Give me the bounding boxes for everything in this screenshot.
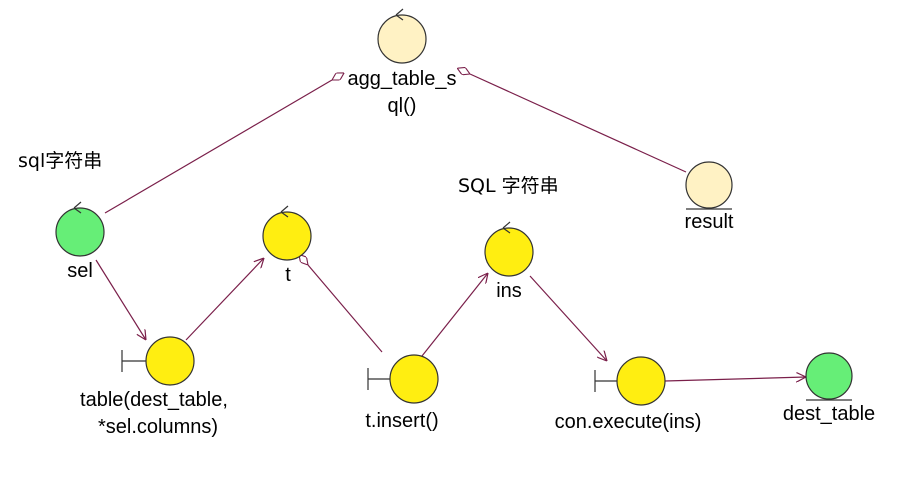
node-sel-label: sel (67, 260, 93, 282)
node-ins[interactable]: ins (484, 221, 534, 302)
node-dest-label: dest_table (783, 403, 875, 425)
link-result-agg (470, 74, 687, 173)
node-table-label-1: table(dest_table, (80, 389, 228, 411)
node-execute-call[interactable]: con.execute(ins) (555, 356, 702, 433)
node-insert-label: t.insert() (365, 410, 438, 432)
link-execute-dest (664, 377, 806, 381)
node-agg-table-sql[interactable]: agg_table_s ql() (348, 8, 457, 117)
node-agg-label-2: ql() (388, 95, 417, 117)
boundary-circle-icon (389, 354, 439, 404)
boundary-bar-icon (367, 368, 391, 390)
boundary-circle-icon (616, 356, 666, 406)
note-sql-string-2: SQL 字符串 (458, 175, 559, 197)
control-arrow-icon (280, 205, 289, 218)
link-ins-execute (529, 275, 607, 361)
node-insert-call[interactable]: t.insert() (365, 354, 439, 432)
note-sql-string-1: sql字符串 (18, 150, 102, 172)
link-sel-agg (104, 80, 332, 214)
control-arrow-icon (395, 8, 404, 21)
boundary-circle-icon (145, 336, 195, 386)
entity-circle-icon (685, 161, 733, 209)
node-sel[interactable]: sel (55, 201, 105, 282)
entity-circle-icon (805, 352, 853, 400)
boundary-bar-icon (121, 350, 146, 372)
control-circle-icon (484, 227, 534, 277)
boundary-bar-icon (594, 370, 617, 392)
link-insert-t (308, 265, 383, 353)
node-t[interactable]: t (262, 205, 312, 286)
control-circle-icon (377, 14, 427, 64)
link-sel-table (95, 259, 146, 340)
node-agg-label-1: agg_table_s (348, 68, 457, 90)
link-table-t (185, 258, 264, 341)
control-circle-icon (55, 207, 105, 257)
node-dest-table[interactable]: dest_table (783, 352, 875, 425)
link-insert-ins (421, 273, 488, 357)
control-arrow-icon (502, 221, 511, 234)
control-circle-icon (262, 211, 312, 261)
node-table-label-2: *sel.columns) (98, 416, 218, 438)
node-result-label: result (685, 211, 734, 233)
node-table-call[interactable]: table(dest_table, *sel.columns) (80, 336, 228, 438)
control-arrow-icon (73, 201, 82, 214)
node-ins-label: ins (496, 280, 522, 302)
node-execute-label: con.execute(ins) (555, 411, 702, 433)
node-t-label: t (285, 264, 291, 286)
connectors (95, 74, 806, 381)
node-result[interactable]: result (685, 161, 734, 233)
